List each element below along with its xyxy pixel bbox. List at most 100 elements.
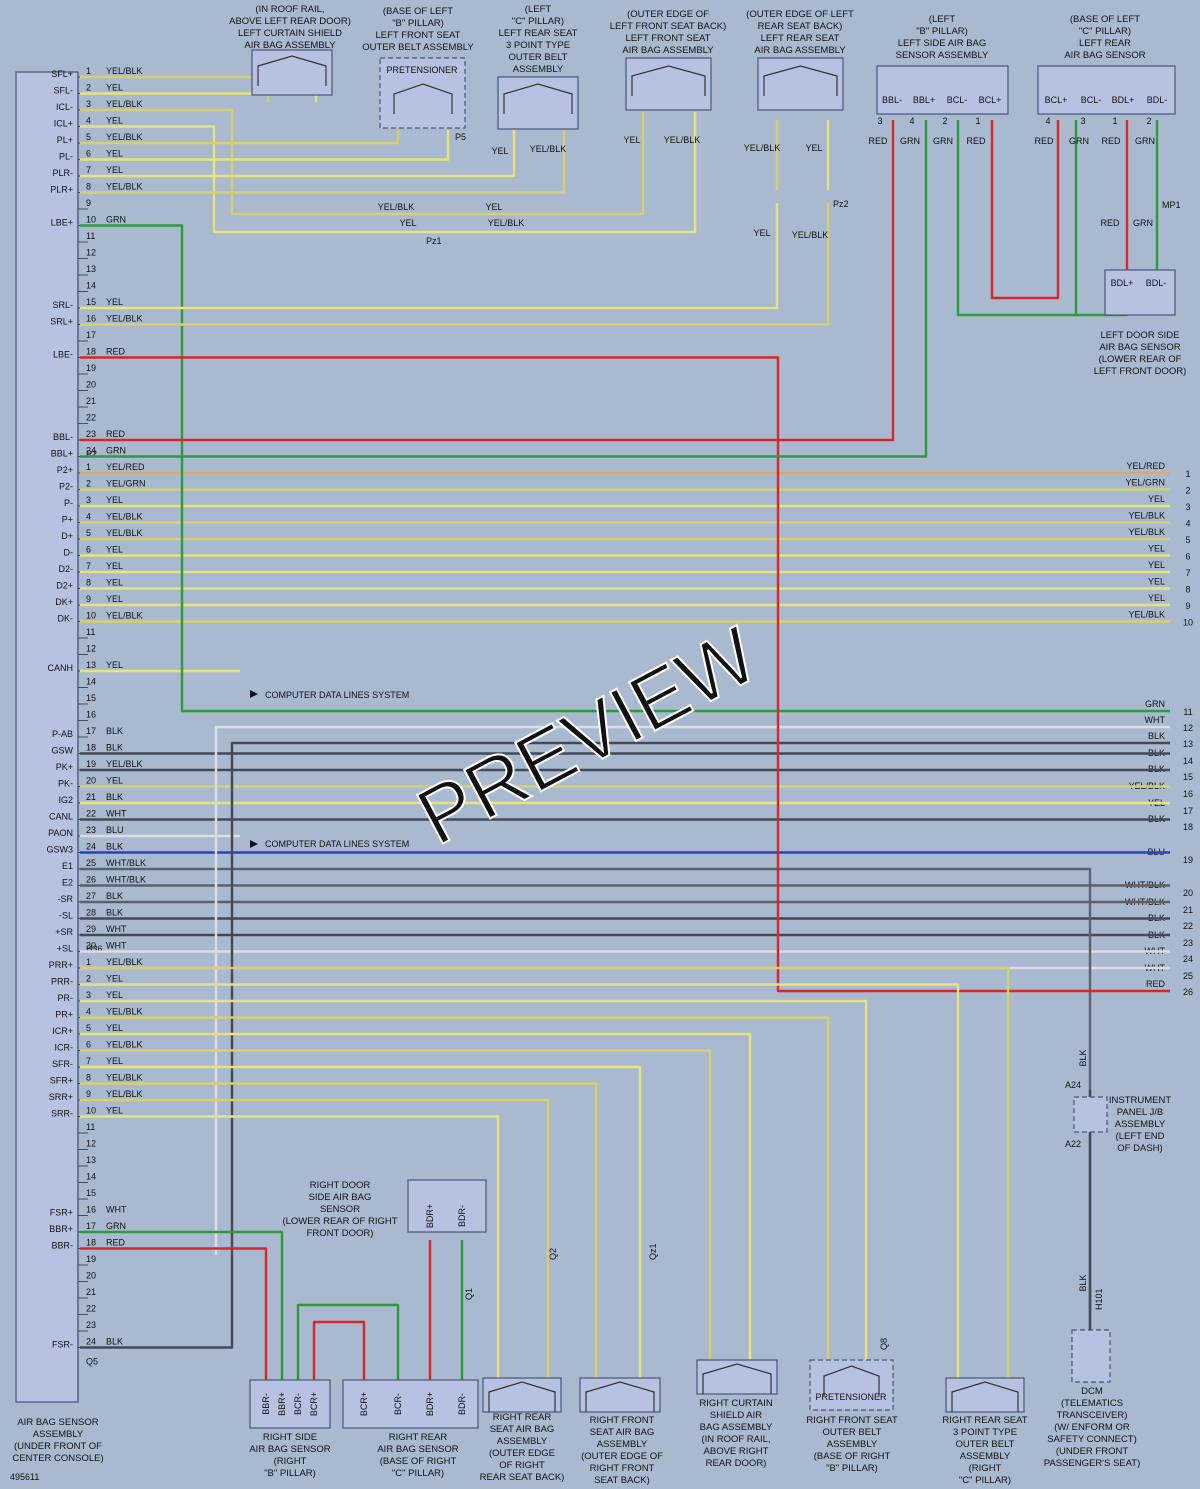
right-side-sensor-pin: BBR-: [261, 1393, 271, 1415]
right-pin-number: 22: [1183, 921, 1193, 931]
ecu-pin-name: GSW: [52, 746, 74, 756]
ecu-pin-number: 20: [86, 776, 96, 786]
wire-color-label: YEL/RED: [106, 462, 145, 472]
h36-wire: [80, 1098, 550, 1380]
ecu-pin-number: 2: [86, 479, 91, 489]
wire-color-label: YEL/GRN: [106, 479, 146, 489]
right-curtain-caption-line: REAR DOOR): [706, 1458, 767, 1469]
ecu-pin-name: -SR: [58, 894, 74, 904]
wire-color-label: YEL: [106, 1023, 123, 1033]
wire-color-label: YEL/BLK: [106, 1007, 143, 1017]
ecu-pin-number: 10: [86, 611, 96, 621]
right-side-sensor-caption-line: "B" PILLAR): [264, 1468, 316, 1479]
left-side-sensor-pin-no: 2: [942, 116, 947, 126]
left-rear-airbag-sensor-box: [1037, 65, 1176, 115]
ecu-pin-number: 9: [86, 198, 91, 208]
right-door-sensor-caption-line: (LOWER REAR OF RIGHT: [282, 1216, 397, 1227]
right-pin-number: 23: [1183, 938, 1193, 948]
left-side-sensor-pin: BCL-: [947, 95, 968, 105]
pl-plus-wire: [80, 130, 400, 145]
ecu-pin-name: PLR-: [52, 168, 73, 178]
left-rear-belt-caption-line: LEFT REAR SEAT: [499, 28, 578, 39]
h36-wire: [80, 1082, 598, 1380]
wire-label: RED: [1100, 218, 1120, 228]
right-pin-number: 13: [1183, 739, 1193, 749]
right-rear-belt-caption-line: (RIGHT: [969, 1463, 1002, 1474]
ecu-pin-name: +SR: [55, 927, 73, 937]
right-front-belt-squib: [823, 1365, 880, 1396]
right-rear-belt-caption-line: "C" PILLAR): [959, 1475, 1011, 1486]
left-rear-sensor-wire-color: GRN: [1135, 136, 1155, 146]
right-pin-number: 26: [1183, 987, 1193, 997]
left-rear-seat-caption-line: (OUTER EDGE OF LEFT: [746, 9, 854, 20]
ecu-pin-name: ICR-: [55, 1043, 74, 1053]
ecu-pin-name: P+: [62, 515, 73, 525]
right-pin-number: 7: [1185, 568, 1190, 578]
left-front-seat-caption-line: AIR BAG ASSEMBLY: [622, 45, 714, 56]
ecu-pin-name: SRR-: [51, 1109, 73, 1119]
left-side-sensor-caption-line: "B" PILLAR): [916, 26, 968, 37]
wire-color-label: GRN: [106, 215, 126, 225]
ecu-pin-number: 20: [86, 380, 96, 390]
ecu-pin-name: SFR+: [50, 1076, 73, 1086]
ecu-pin-name: SRL-: [52, 300, 73, 310]
wire-color-label: RED: [106, 429, 126, 439]
right-front-seat-airbag-box: [579, 1377, 661, 1413]
left-front-belt-caption-line: LEFT FRONT SEAT: [376, 30, 461, 41]
h36-wire: [80, 983, 960, 1380]
wire-color-label: YEL/BLK: [106, 314, 143, 324]
connector-pz2: Pz2: [833, 199, 849, 209]
ecu-pin-name: ICL-: [56, 102, 73, 112]
wire-label: YEL/BLK: [744, 143, 781, 153]
bcl-plus-wire: [990, 120, 1060, 300]
ecu-pin-number: 29: [86, 924, 96, 934]
connector-mp1: MP1: [1162, 200, 1181, 210]
left-rear-belt-caption-line: (LEFT: [525, 4, 552, 15]
right-rear-sensor-pin: BCR+: [359, 1392, 369, 1416]
right-rear-belt-squib: [951, 1381, 1019, 1412]
wire-label: YEL/BLK: [792, 230, 829, 240]
left-curtain-caption-line: (IN ROOF RAIL,: [255, 4, 324, 15]
right-front-seat-caption-line: ASSEMBLY: [597, 1439, 648, 1450]
left-rear-belt-squib: [503, 83, 573, 114]
instrument-jb-caption-line: OF DASH): [1117, 1143, 1162, 1154]
ecu-pin-number: 22: [86, 1304, 96, 1314]
dcm-box: [1071, 1329, 1111, 1383]
icl-plus-wire: [80, 112, 697, 234]
ecu-pin-number: 5: [86, 1023, 91, 1033]
bbr-minus-wire: [80, 1247, 268, 1380]
fsr-minus-wire: [80, 741, 1170, 1349]
ecu-pin-name: PRR-: [51, 977, 73, 987]
left-rear-sensor-pin: BDL+: [1112, 95, 1135, 105]
right-rear-sensor-pin: BCR-: [393, 1393, 403, 1415]
ecu-pin-name: LBE-: [53, 350, 73, 360]
connector-pz1: Pz1: [426, 236, 442, 246]
ecu-pin-number: 5: [86, 528, 91, 538]
document-id: 495611: [10, 1472, 39, 1482]
ecu-pin-number: 21: [86, 1287, 96, 1297]
ecu-pin-name: SRR+: [49, 1092, 73, 1102]
right-pin-number: 17: [1183, 806, 1193, 816]
instrument-jb-caption-line: PANEL J/B: [1117, 1107, 1163, 1118]
left-rear-belt-box: [497, 76, 579, 130]
pretensioner-label-right: PRETENSIONER: [815, 1392, 887, 1402]
wire-color-label: WHT/BLK: [106, 858, 146, 868]
ecu-pin-number: 19: [86, 759, 96, 769]
right-wire-color: WHT: [1145, 715, 1166, 725]
wire-color-label: YEL/BLK: [106, 1073, 143, 1083]
ecu-pin-name: GSW3: [46, 845, 73, 855]
right-side-sensor-pin: BCR-: [293, 1393, 303, 1415]
ecu-pin-name: ICR+: [52, 1026, 73, 1036]
wire-color-label: YEL/BLK: [106, 99, 143, 109]
dcm-caption-line: DCM: [1081, 1386, 1103, 1397]
left-front-belt-squib: [393, 83, 453, 114]
right-rear-sensor-caption-line: RIGHT REAR: [389, 1432, 448, 1443]
left-rear-seat-caption-line: LEFT REAR SEAT: [761, 33, 840, 44]
ecu-pin-number: 21: [86, 396, 96, 406]
left-curtain-caption-line: LEFT CURTAIN SHIELD: [238, 28, 342, 39]
connector-p5: P5: [455, 132, 466, 142]
right-pin-number: 5: [1185, 535, 1190, 545]
ecu-pin-name: BBR+: [49, 1224, 73, 1234]
ecu-pin-number: 12: [86, 248, 96, 258]
ecu-pin-name: D2+: [56, 581, 73, 591]
